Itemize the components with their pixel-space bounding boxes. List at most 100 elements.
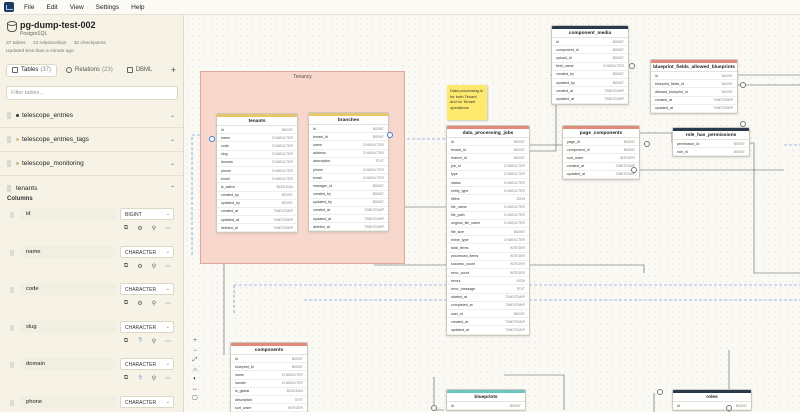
- gear-icon[interactable]: ⚙: [137, 301, 143, 307]
- copy-icon[interactable]: ⧉: [123, 262, 129, 269]
- column-name-input[interactable]: name: [20, 245, 116, 258]
- connector-handle[interactable]: [631, 167, 637, 173]
- connector-handle[interactable]: [629, 63, 635, 69]
- connector-handle[interactable]: [740, 121, 746, 127]
- theme-toggle-button[interactable]: ◐: [193, 376, 197, 382]
- connector-handle[interactable]: [644, 141, 650, 147]
- erd-table-title[interactable]: data_processing_jobs: [447, 126, 529, 138]
- drag-handle-icon[interactable]: [10, 287, 14, 293]
- filter-tables-input[interactable]: Filter tables...: [6, 86, 178, 100]
- menu-file[interactable]: File: [24, 3, 35, 11]
- project-name[interactable]: pg-dump-test-002: [20, 20, 96, 30]
- drag-handle-icon[interactable]: [10, 324, 14, 331]
- link-icon[interactable]: ⚲: [151, 226, 157, 232]
- menu-settings[interactable]: Settings: [95, 3, 120, 11]
- chevron-down-icon[interactable]: ⌄: [169, 137, 175, 143]
- link-icon[interactable]: ⚲: [151, 301, 157, 307]
- erd-table-title[interactable]: component_media: [552, 26, 628, 38]
- tab-tables[interactable]: Tables (37): [6, 63, 58, 77]
- drag-handle-icon[interactable]: [7, 184, 11, 192]
- connector-handle[interactable]: [740, 82, 746, 88]
- column-name-input[interactable]: slug: [20, 320, 116, 333]
- column-type-select[interactable]: CHARACTER⌄: [120, 320, 174, 333]
- zoom-in-button[interactable]: +: [193, 338, 197, 344]
- pan-button[interactable]: ↔: [192, 385, 198, 392]
- column-type-select[interactable]: CHARACTER⌄: [120, 395, 174, 408]
- drag-handle-icon[interactable]: [10, 399, 14, 406]
- erd-table-title[interactable]: tenants: [217, 114, 297, 126]
- minimap-button[interactable]: ▢: [192, 395, 198, 401]
- erd-table-title[interactable]: branches: [309, 113, 388, 125]
- table-list-item[interactable]: telescope_entries ⌄: [0, 104, 183, 128]
- connector-handle[interactable]: [431, 405, 437, 411]
- menu-edit[interactable]: Edit: [46, 3, 58, 11]
- erd-table-title[interactable]: blueprint_fields_allowed_blueprints: [651, 60, 737, 72]
- erd-table-title[interactable]: components: [231, 343, 307, 355]
- table-list-item[interactable]: telescope_entries_tags ⌄: [0, 128, 183, 152]
- menu-help[interactable]: Help: [131, 3, 145, 11]
- erd-table-title[interactable]: roles: [673, 390, 751, 402]
- column-name-input[interactable]: id: [20, 208, 116, 220]
- more-icon[interactable]: ⋯: [165, 301, 171, 307]
- link-icon[interactable]: ⚲: [151, 376, 157, 382]
- erd-table-title[interactable]: role_has_permissions: [673, 128, 749, 140]
- column-name-input[interactable]: domain: [20, 358, 116, 370]
- column-type-select[interactable]: CHARACTER⌄: [120, 245, 174, 258]
- drag-handle-icon[interactable]: [7, 160, 11, 167]
- connector-handle[interactable]: [387, 132, 393, 138]
- link-icon[interactable]: ⚲: [151, 263, 157, 270]
- column-name-input[interactable]: code: [20, 283, 116, 295]
